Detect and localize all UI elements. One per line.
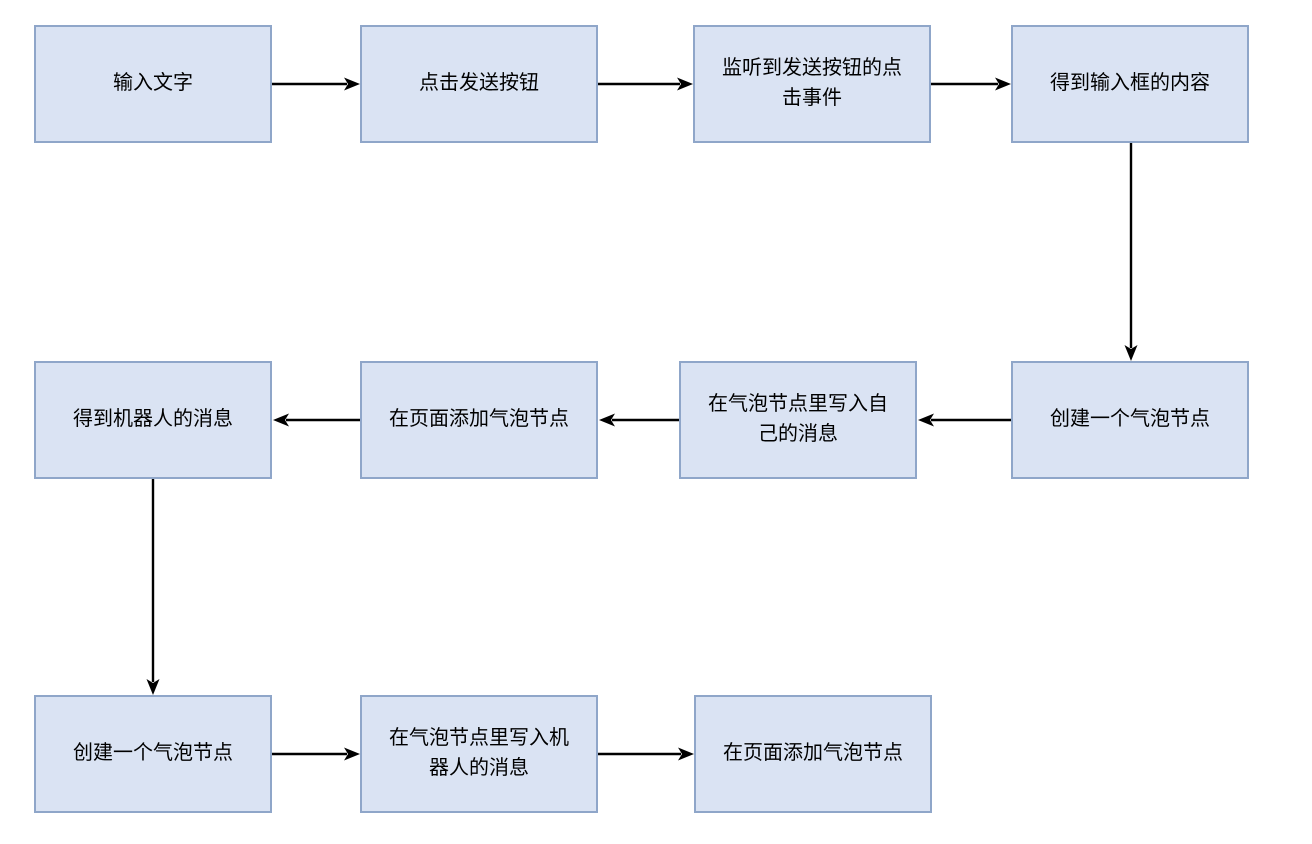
- arrow-head-icon: [146, 679, 160, 695]
- edges-layer: [146, 77, 1138, 761]
- flow-node-label: 输入文字: [113, 71, 193, 94]
- flow-node[interactable]: 在气泡节点里写入自己的消息: [679, 361, 917, 479]
- flow-node-label-line: 在气泡节点里写入自: [708, 392, 888, 415]
- flow-node-label: 在气泡节点里写入自己的消息: [708, 392, 888, 445]
- arrow-head-icon: [678, 747, 694, 761]
- flow-node-label-line: 己的消息: [758, 422, 838, 445]
- flow-node-box[interactable]: [360, 695, 598, 813]
- flow-node-label: 得到输入框的内容: [1050, 71, 1210, 94]
- flow-node-label: 在气泡节点里写入机器人的消息: [389, 726, 569, 779]
- arrow-head-icon: [1124, 345, 1138, 361]
- flow-node-label-line: 创建一个气泡节点: [73, 741, 233, 764]
- flow-node-label-line: 在气泡节点里写入机: [389, 726, 569, 749]
- flow-node-label-line: 在页面添加气泡节点: [389, 407, 569, 430]
- flow-node[interactable]: 在气泡节点里写入机器人的消息: [360, 695, 598, 813]
- flow-arrow: [146, 479, 160, 695]
- flow-arrow: [272, 77, 360, 91]
- flow-node-label-line: 监听到发送按钮的点: [722, 56, 902, 79]
- flow-node[interactable]: 点击发送按钮: [360, 25, 598, 143]
- flow-node-label: 点击发送按钮: [419, 71, 539, 94]
- flow-arrow: [918, 413, 1011, 427]
- flow-node-box[interactable]: [34, 361, 272, 479]
- flow-node-box[interactable]: [1011, 361, 1249, 479]
- flow-node-label-line: 得到输入框的内容: [1050, 71, 1210, 94]
- flow-node-label-line: 输入文字: [113, 71, 193, 94]
- flow-node-label: 在页面添加气泡节点: [389, 407, 569, 430]
- flow-node-label: 创建一个气泡节点: [73, 741, 233, 764]
- flow-arrow: [1124, 143, 1138, 361]
- flow-node-box[interactable]: [360, 361, 598, 479]
- flow-node-label-line: 在页面添加气泡节点: [723, 741, 903, 764]
- flow-node-box[interactable]: [360, 25, 598, 143]
- flow-node-box[interactable]: [694, 695, 932, 813]
- flow-node-box[interactable]: [34, 695, 272, 813]
- flow-node-box[interactable]: [34, 25, 272, 143]
- nodes-layer: 输入文字点击发送按钮监听到发送按钮的点击事件得到输入框的内容创建一个气泡节点在气…: [34, 25, 1249, 813]
- flow-node-label-line: 得到机器人的消息: [73, 407, 233, 430]
- flow-arrow: [272, 747, 360, 761]
- arrow-head-icon: [995, 77, 1011, 91]
- flow-arrow: [931, 77, 1011, 91]
- flow-node-label-line: 点击发送按钮: [419, 71, 539, 94]
- flow-node[interactable]: 创建一个气泡节点: [1011, 361, 1249, 479]
- arrow-head-icon: [677, 77, 693, 91]
- flow-node-label: 监听到发送按钮的点击事件: [722, 56, 902, 109]
- flow-node[interactable]: 监听到发送按钮的点击事件: [693, 25, 931, 143]
- flow-arrow: [598, 77, 693, 91]
- flow-arrow: [598, 747, 694, 761]
- arrow-head-icon: [344, 77, 360, 91]
- flow-node-label-line: 器人的消息: [429, 756, 529, 779]
- flow-node-box[interactable]: [679, 361, 917, 479]
- flow-node-box[interactable]: [693, 25, 931, 143]
- flow-node[interactable]: 在页面添加气泡节点: [360, 361, 598, 479]
- flow-node-label-line: 击事件: [782, 86, 842, 109]
- flow-node-label: 创建一个气泡节点: [1050, 407, 1210, 430]
- flow-node[interactable]: 输入文字: [34, 25, 272, 143]
- flow-node-label: 在页面添加气泡节点: [723, 741, 903, 764]
- flow-node[interactable]: 在页面添加气泡节点: [694, 695, 932, 813]
- flow-node-label: 得到机器人的消息: [73, 407, 233, 430]
- arrow-head-icon: [344, 747, 360, 761]
- flow-node[interactable]: 创建一个气泡节点: [34, 695, 272, 813]
- flow-arrow: [273, 413, 360, 427]
- arrow-head-icon: [273, 413, 289, 427]
- flow-node-box[interactable]: [1011, 25, 1249, 143]
- flow-node-label-line: 创建一个气泡节点: [1050, 407, 1210, 430]
- flow-node[interactable]: 得到输入框的内容: [1011, 25, 1249, 143]
- arrow-head-icon: [918, 413, 934, 427]
- flow-arrow: [599, 413, 679, 427]
- arrow-head-icon: [599, 413, 615, 427]
- flow-node[interactable]: 得到机器人的消息: [34, 361, 272, 479]
